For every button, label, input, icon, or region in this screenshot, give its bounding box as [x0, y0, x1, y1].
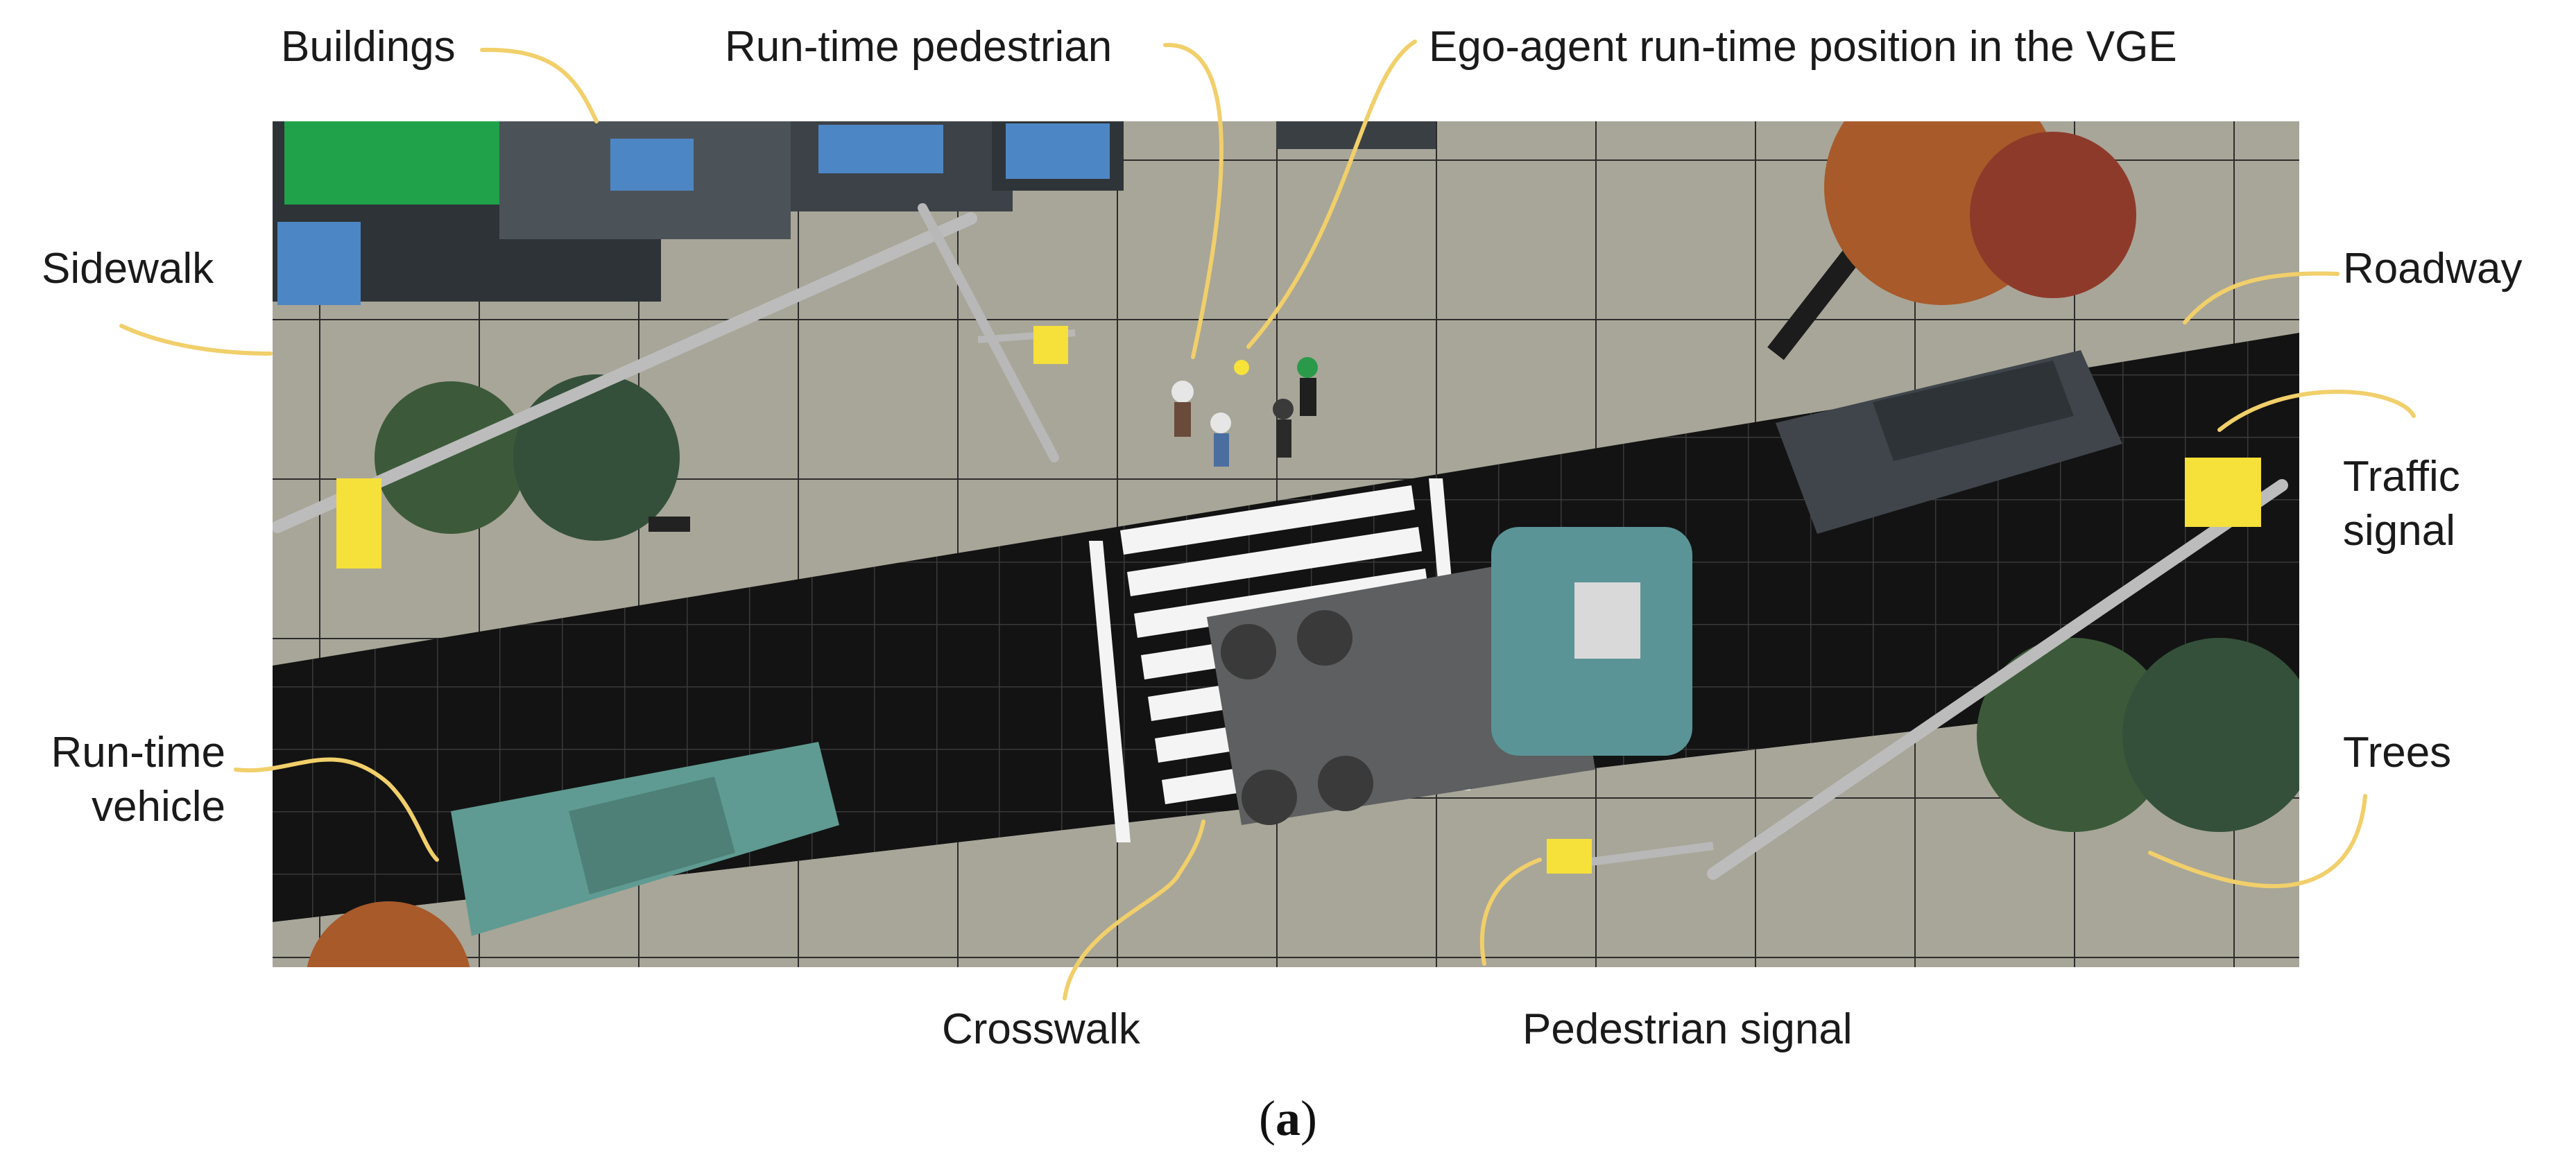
label-buildings: Buildings	[281, 23, 456, 71]
label-traffic-signal-line1: Traffic	[2343, 453, 2460, 501]
leader-run-time-pedestrian	[1163, 42, 1223, 359]
caption-close-paren: )	[1300, 1091, 1317, 1146]
leader-lines	[119, 40, 2416, 1000]
label-run-time-pedestrian: Run-time pedestrian	[725, 23, 1112, 71]
car	[451, 742, 839, 936]
caption-letter: a	[1276, 1091, 1300, 1146]
leader-traffic-signal	[2217, 390, 2416, 432]
leader-trees	[2148, 794, 2367, 888]
label-roadway: Roadway	[2343, 245, 2522, 293]
label-crosswalk: Crosswalk	[942, 1005, 1141, 1053]
truck	[1207, 527, 1692, 825]
figure-caption: (a)	[1259, 1091, 1317, 1146]
leader-run-time-vehicle	[234, 757, 439, 862]
leader-crosswalk	[1063, 820, 1205, 1000]
pedestrians	[1171, 357, 1318, 467]
traffic-pole-right	[1707, 458, 2288, 880]
label-traffic-signal-line2: signal	[2343, 507, 2455, 555]
leader-buildings	[480, 47, 599, 123]
pedestrian-signal-lower	[1547, 839, 1592, 874]
pedestrian-pole-upper	[918, 203, 1076, 462]
buildings	[273, 121, 1436, 305]
leader-ego-agent	[1246, 40, 1417, 349]
traffic-pole-left	[273, 212, 977, 569]
trees-upper-left	[375, 374, 690, 541]
tree-lower-left	[307, 901, 470, 967]
pedestrian-signal-upper	[1033, 326, 1068, 364]
traffic-signal-right	[2185, 458, 2261, 527]
ego-agent-marker	[1234, 360, 1249, 375]
sidewalk-lower	[273, 686, 2299, 967]
label-ego-agent: Ego-agent run-time position in the VGE	[1429, 23, 2177, 71]
caption-open-paren: (	[1259, 1091, 1276, 1146]
leader-pedestrian-signal	[1479, 858, 1542, 966]
label-run-time-vehicle-line1: Run-time	[51, 729, 225, 777]
traffic-signal-left	[336, 478, 381, 569]
label-run-time-vehicle-line2: vehicle	[92, 783, 225, 831]
suv	[1776, 350, 2122, 534]
tree-upper-right	[1767, 121, 2136, 361]
leader-roadway	[2183, 271, 2339, 324]
label-pedestrian-signal: Pedestrian signal	[1522, 1005, 1853, 1053]
label-trees: Trees	[2343, 729, 2451, 777]
leader-sidewalk	[119, 324, 273, 356]
label-sidewalk: Sidewalk	[42, 245, 214, 293]
trees-lower-right	[1977, 638, 2299, 832]
scene	[273, 121, 2299, 967]
pedestrian-pole-lower	[1547, 839, 1714, 874]
